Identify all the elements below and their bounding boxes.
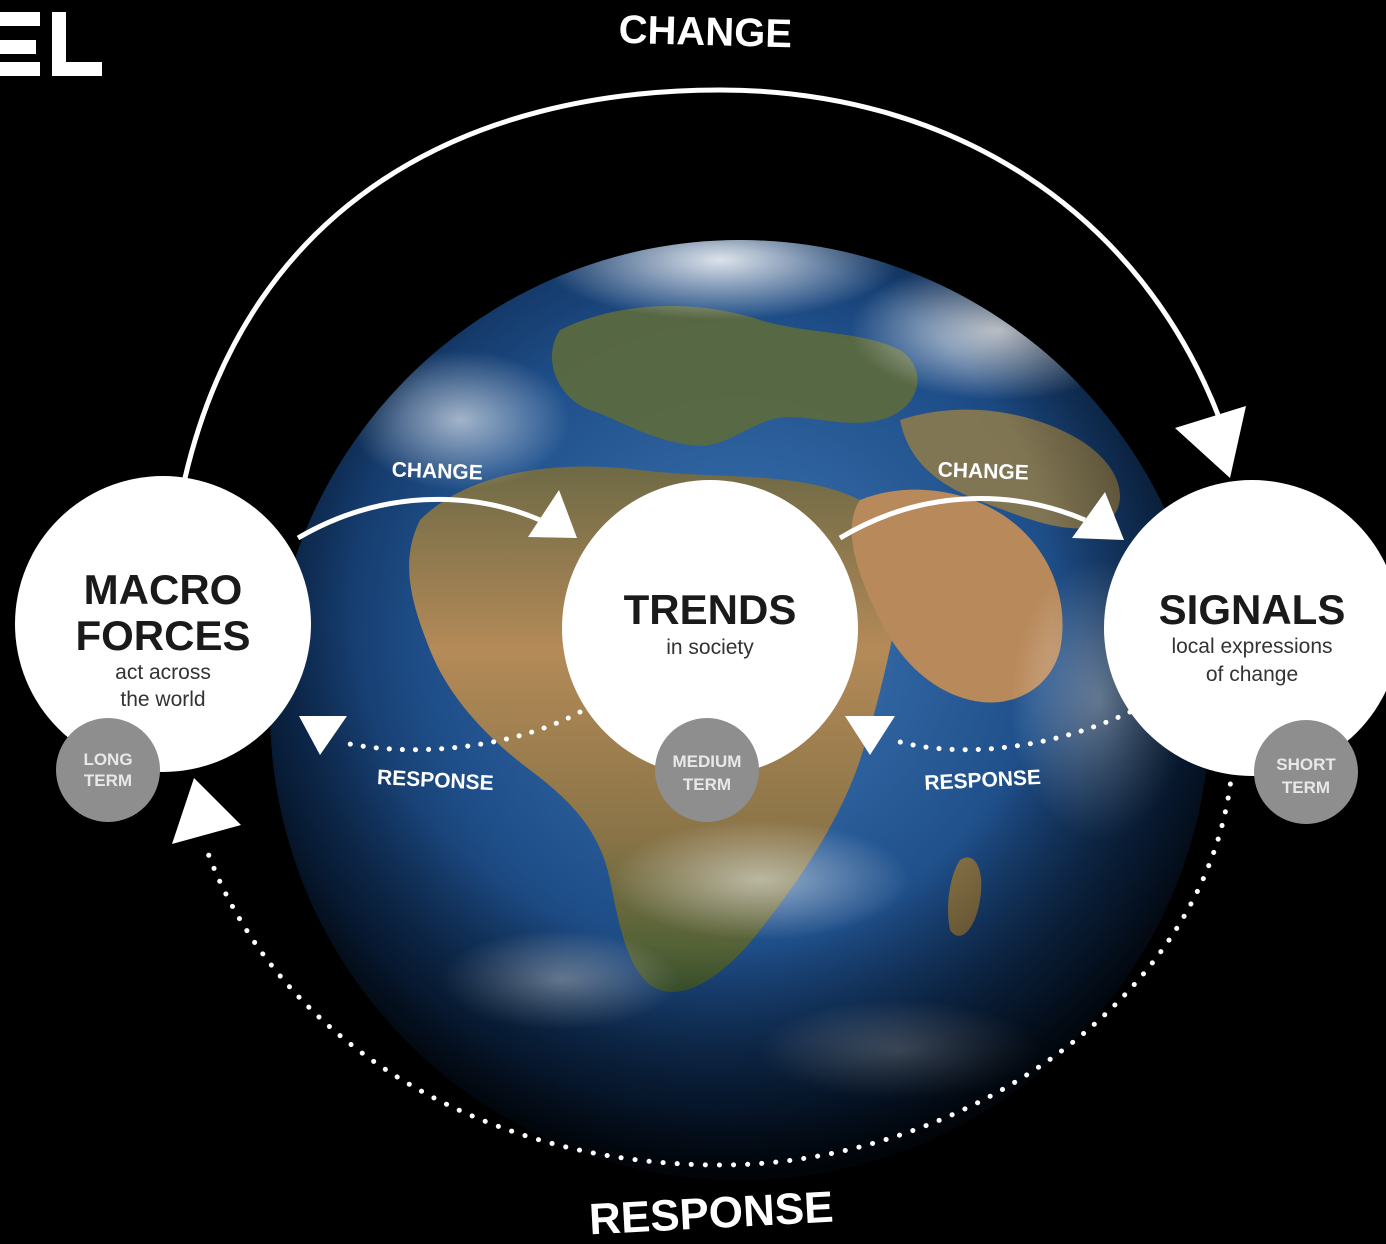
badge-text: TERM bbox=[1282, 778, 1330, 797]
badge-text: LONG bbox=[83, 750, 132, 769]
link-macro-to-trends-change bbox=[296, 490, 577, 541]
node-trends: TRENDS in society MEDIUM TERM bbox=[562, 480, 858, 822]
link-signals-to-trends-response bbox=[845, 709, 1133, 755]
badge-text: TERM bbox=[683, 775, 731, 794]
node-subtitle: local expressions bbox=[1171, 635, 1332, 658]
node-subtitle: in society bbox=[666, 636, 754, 659]
badge-long-term: LONG TERM bbox=[56, 718, 160, 822]
logo bbox=[0, 12, 102, 76]
node-title: FORCES bbox=[75, 612, 250, 659]
node-subtitle: of change bbox=[1206, 663, 1298, 686]
node-subtitle: the world bbox=[120, 688, 205, 711]
link-trends-to-signals-change bbox=[838, 492, 1124, 541]
badge-text: MEDIUM bbox=[673, 752, 742, 771]
badge-text: TERM bbox=[84, 771, 132, 790]
outer-change-arrowhead bbox=[1175, 406, 1246, 478]
outer-response-arrowhead bbox=[172, 778, 241, 844]
node-macro-forces: MACRO FORCES act across the world LONG T… bbox=[15, 476, 311, 822]
badge-text: SHORT bbox=[1276, 755, 1336, 774]
badge-short-term: SHORT TERM bbox=[1254, 720, 1358, 824]
link-label-trends-to-signals: CHANGE bbox=[937, 458, 1029, 484]
node-title: SIGNALS bbox=[1159, 586, 1346, 633]
outer-change-arc bbox=[182, 87, 1246, 479]
node-title: MACRO bbox=[84, 566, 243, 613]
link-label-macro-to-trends: CHANGE bbox=[391, 458, 483, 484]
badge-medium-term: MEDIUM TERM bbox=[655, 718, 759, 822]
cycle-bottom-label: RESPONSE bbox=[588, 1183, 835, 1244]
node-subtitle: act across bbox=[115, 661, 211, 684]
node-signals: SIGNALS local expressions of change SHOR… bbox=[1104, 480, 1386, 824]
cycle-top-label: CHANGE bbox=[618, 8, 792, 57]
outer-response-arc bbox=[172, 767, 1235, 1168]
node-title: TRENDS bbox=[624, 586, 797, 633]
link-trends-to-macro-response bbox=[299, 709, 583, 755]
